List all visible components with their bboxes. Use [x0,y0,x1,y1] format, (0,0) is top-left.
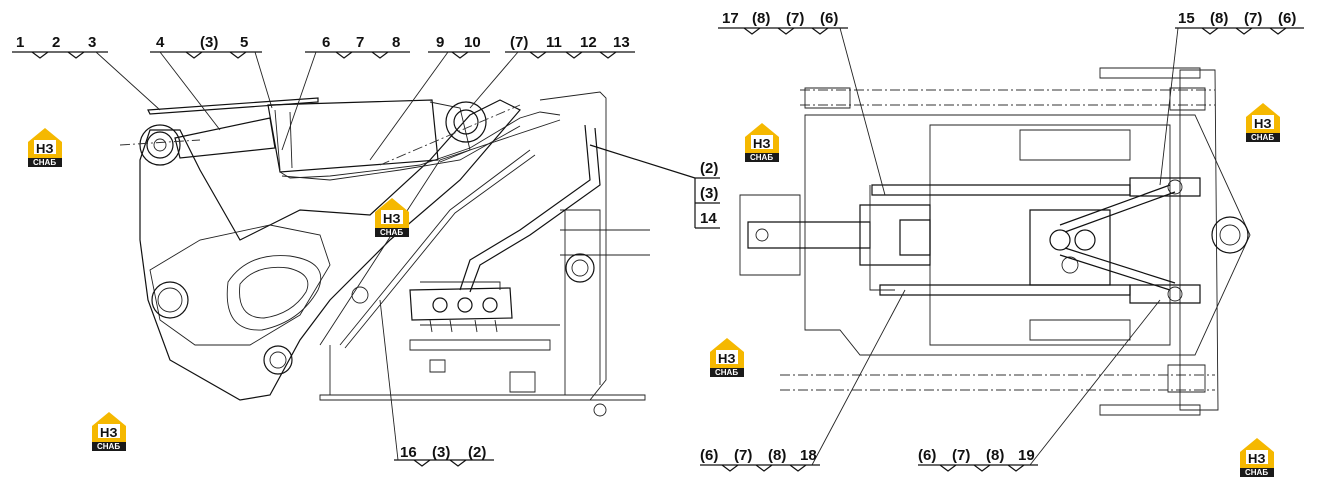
logo-bottom-text: СНАБ [1245,468,1268,477]
label-15: 15 [1178,10,1195,27]
label-ref-2: (2) [700,160,718,177]
right-bottom-left-labels: (6) (7) (8) 18 [700,447,817,464]
label-4: 4 [156,34,165,51]
left-leader-lines [12,51,720,467]
label-ref-8: (8) [752,10,770,27]
label-13: 13 [613,34,630,51]
left-assembly-view [119,91,650,417]
label-7: 7 [356,34,364,51]
house-logo-icon: НЗ СНАБ [1240,438,1274,477]
label-ref-8b: (8) [1210,10,1228,27]
logo-bottom-text: СНАБ [715,368,738,377]
label-ref-6b: (6) [1278,10,1296,27]
label-ref-7: (7) [510,34,528,51]
label-ref-7e: (7) [952,447,970,464]
watermark-logos: НЗ СНАБ НЗ СНАБ НЗ СНАБ НЗ СНАБ НЗ СНАБ … [28,103,1280,477]
logo-top-text: НЗ [718,351,736,366]
label-14: 14 [700,210,717,227]
label-9: 9 [436,34,444,51]
label-ref-3b: (3) [700,185,718,202]
logo-top-text: НЗ [1254,116,1272,131]
logo-top-text: НЗ [1248,451,1266,466]
label-16: 16 [400,444,417,461]
logo-bottom-text: СНАБ [750,153,773,162]
label-ref-2b: (2) [468,444,486,461]
label-18: 18 [800,447,817,464]
label-ref-7b: (7) [786,10,804,27]
right-leader-lines [700,27,1304,472]
logo-bottom-text: СНАБ [33,158,56,167]
logo-top-text: НЗ [36,141,54,156]
house-logo-icon: НЗ СНАБ [710,338,744,377]
house-logo-icon: НЗ СНАБ [1246,103,1280,142]
label-ref-6d: (6) [918,447,936,464]
label-ref-6c: (6) [700,447,718,464]
label-ref-8c: (8) [768,447,786,464]
logo-bottom-text: СНАБ [97,442,120,451]
right-top-right-labels: 15 (8) (7) (6) [1178,10,1296,27]
label-1: 1 [16,34,24,51]
label-5: 5 [240,34,248,51]
left-bottom-labels: 16 (3) (2) [400,444,486,461]
right-bottom-right-labels: (6) (7) (8) 19 [918,447,1035,464]
right-top-left-labels: 17 (8) (7) (6) [722,10,838,27]
house-logo-icon: НЗ СНАБ [375,198,409,237]
right-assembly-view [739,67,1251,416]
label-ref-6: (6) [820,10,838,27]
label-11: 11 [546,34,562,51]
label-19: 19 [1018,447,1035,464]
label-ref-3: (3) [200,34,218,51]
house-logo-icon: НЗ СНАБ [745,123,779,162]
house-logo-icon: НЗ СНАБ [92,412,126,451]
label-2: 2 [52,34,60,51]
label-10: 10 [464,34,481,51]
house-logo-icon: НЗ СНАБ [28,128,62,167]
logo-top-text: НЗ [100,425,118,440]
label-17: 17 [722,10,739,27]
logo-bottom-text: СНАБ [1251,133,1274,142]
logo-top-text: НЗ [383,211,401,226]
logo-top-text: НЗ [753,136,771,151]
label-8: 8 [392,34,400,51]
left-top-labels: 1 2 3 4 (3) 5 6 7 8 9 10 (7) 11 12 13 [16,34,630,51]
label-3: 3 [88,34,96,51]
left-right-labels: (2) (3) 14 [700,160,718,227]
label-12: 12 [580,34,597,51]
logo-bottom-text: СНАБ [380,228,403,237]
label-ref-8d: (8) [986,447,1004,464]
label-ref-7c: (7) [1244,10,1262,27]
label-ref-7d: (7) [734,447,752,464]
label-ref-3c: (3) [432,444,450,461]
label-6: 6 [322,34,330,51]
